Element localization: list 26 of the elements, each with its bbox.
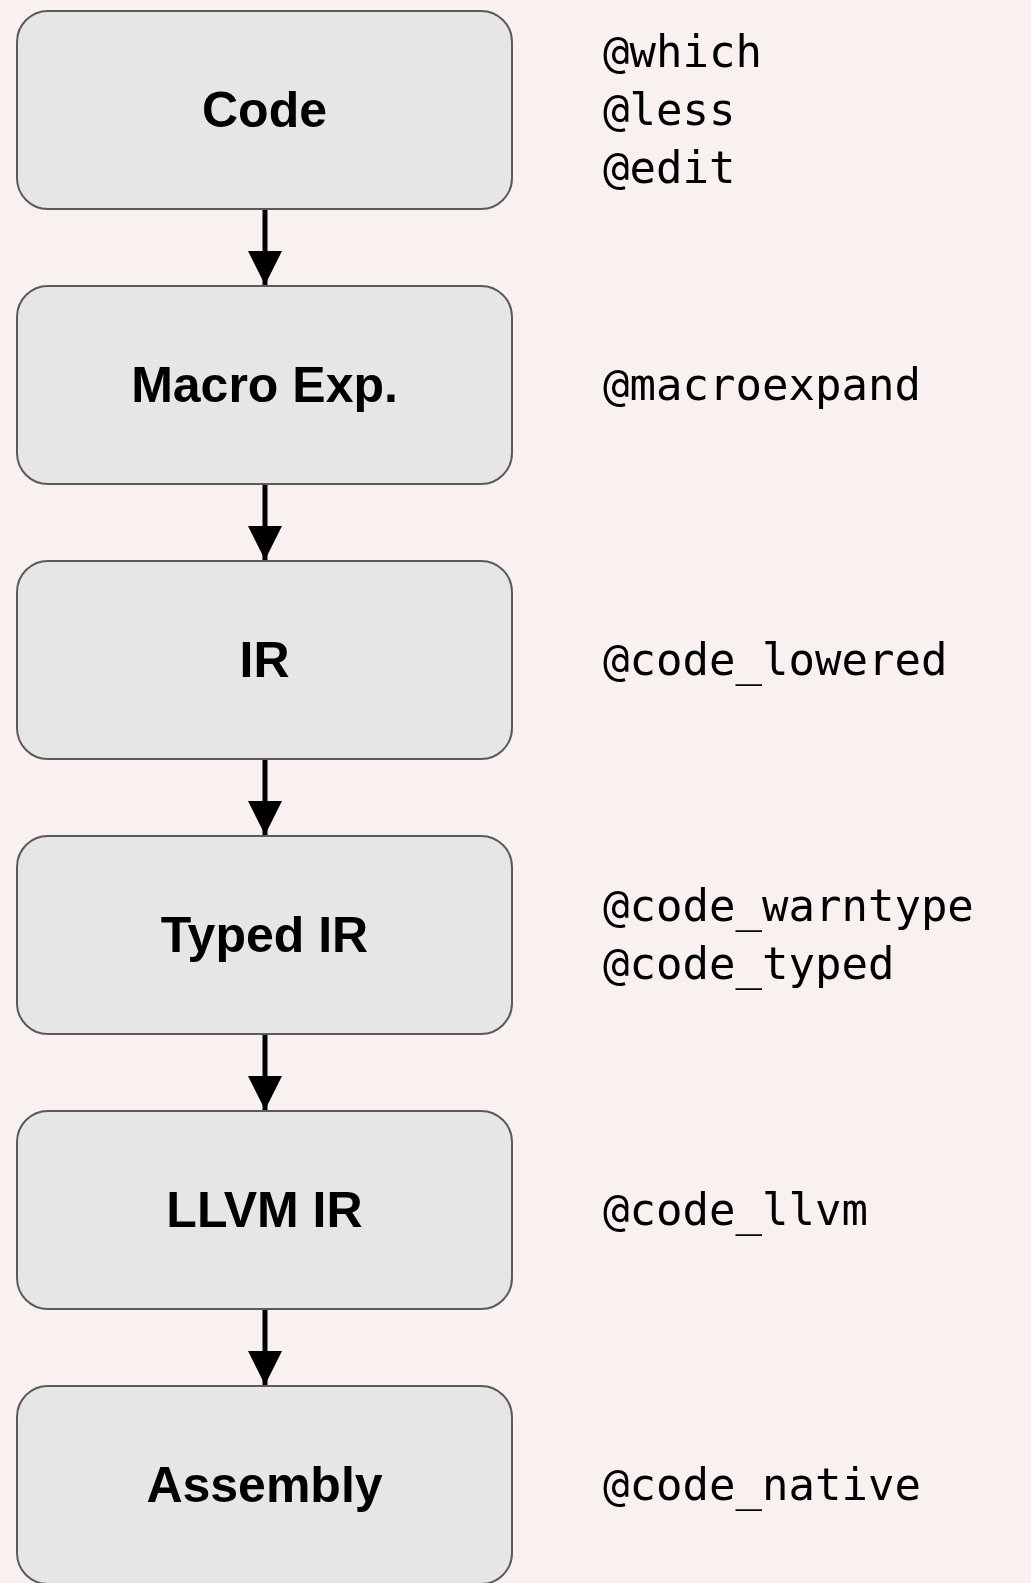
process-box <box>16 835 513 1035</box>
macro-name: @which <box>603 25 762 79</box>
step-label: IR <box>239 631 290 689</box>
process-box <box>16 285 513 485</box>
macro-name: @macroexpand <box>603 358 921 412</box>
process-box <box>16 1110 513 1310</box>
process-box <box>16 1385 513 1583</box>
macro-name: @code_native <box>603 1458 921 1513</box>
step-label: LLVM IR <box>166 1181 363 1239</box>
arrow <box>248 210 282 285</box>
arrow <box>248 760 282 835</box>
macro-name: @code_lowered <box>603 633 948 688</box>
macro-name: @code_llvm <box>603 1183 868 1238</box>
macro-name: @code_typed <box>603 937 896 992</box>
step-label: Macro Exp. <box>131 356 398 414</box>
process-box <box>16 560 513 760</box>
arrow <box>248 1310 282 1385</box>
arrow <box>248 1035 282 1110</box>
step-label: Assembly <box>146 1456 383 1514</box>
macro-name: @code_warntype <box>603 879 974 934</box>
step-label: Code <box>202 81 327 139</box>
process-box <box>16 10 513 210</box>
macro-name: @edit <box>603 141 737 195</box>
step-label: Typed IR <box>160 906 369 964</box>
arrow <box>248 485 282 560</box>
macro-name: @less <box>603 83 737 137</box>
